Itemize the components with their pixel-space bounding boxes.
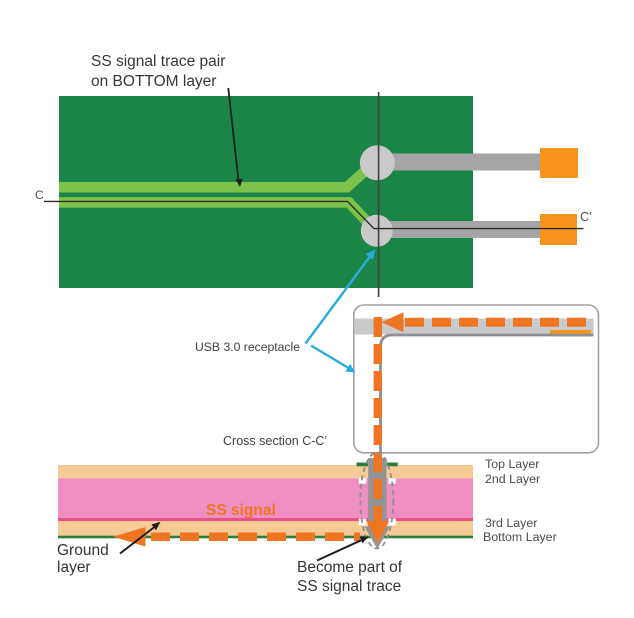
section-marker-c-prime: C’ xyxy=(580,210,592,224)
via-highlight-ellipse xyxy=(359,451,395,550)
ss-signal-label: SS signal xyxy=(206,502,276,519)
usb-callout-arrowhead-down-icon xyxy=(345,363,356,373)
become-label-arrow xyxy=(316,539,362,562)
signal-flow-arrowhead-down-icon xyxy=(366,521,389,544)
layer-top xyxy=(58,465,473,479)
become-part-label: Become part of SS signal trace xyxy=(297,559,403,595)
layer-label-top: Top Layer xyxy=(485,457,540,471)
trace-pair-label: SS signal trace pair on BOTTOM layer xyxy=(91,53,226,90)
section-marker-c: C xyxy=(35,188,44,202)
receptacle-contact-pad xyxy=(550,330,591,337)
section-line-cc xyxy=(44,200,584,230)
layer-2nd xyxy=(58,478,473,518)
signal-flow-arrowhead-bottom-icon xyxy=(113,527,146,547)
top-layer-trace-left xyxy=(356,462,368,467)
layer-label-3rd: 3rd Layer xyxy=(485,515,538,530)
trace-label-arrowhead-icon xyxy=(235,178,243,187)
pin-pad-top xyxy=(540,148,578,178)
signal-flow-arrowhead-left-icon xyxy=(381,312,404,333)
ground-layer-label: Ground layer xyxy=(57,542,109,576)
top-layer-trace-right xyxy=(386,462,398,467)
receptacle-pin-bottom xyxy=(377,221,540,238)
ground-label-arrow xyxy=(119,526,156,555)
layer-bottom xyxy=(58,521,473,536)
usb-receptacle-label: USB 3.0 receptacle xyxy=(195,340,301,354)
layer-3rd-line xyxy=(58,518,473,521)
ss-trace-top xyxy=(59,163,374,193)
become-label-arrowhead-icon xyxy=(359,536,369,544)
pin-pad-bottom xyxy=(540,214,577,245)
cross-section-title: Cross section C-C’ xyxy=(223,434,328,448)
via-pad-top xyxy=(359,145,395,181)
ellipse-gap-mark xyxy=(388,478,396,484)
ground-layer-line xyxy=(58,535,473,539)
layer-label-bottom: Bottom Layer xyxy=(483,530,557,544)
receptacle-detail-box xyxy=(352,304,600,454)
ellipse-gap-mark xyxy=(358,478,367,484)
ground-label-arrowhead-icon xyxy=(151,521,161,531)
trace-label-arrow xyxy=(227,87,240,180)
usb-callout-arrow-up xyxy=(304,256,371,345)
usb-callout-arrow-down xyxy=(310,344,350,370)
usb-callout-arrowhead-up-icon xyxy=(365,249,376,260)
receptacle-pin-top xyxy=(377,153,540,171)
layer-label-2nd: 2nd Layer xyxy=(485,471,541,486)
